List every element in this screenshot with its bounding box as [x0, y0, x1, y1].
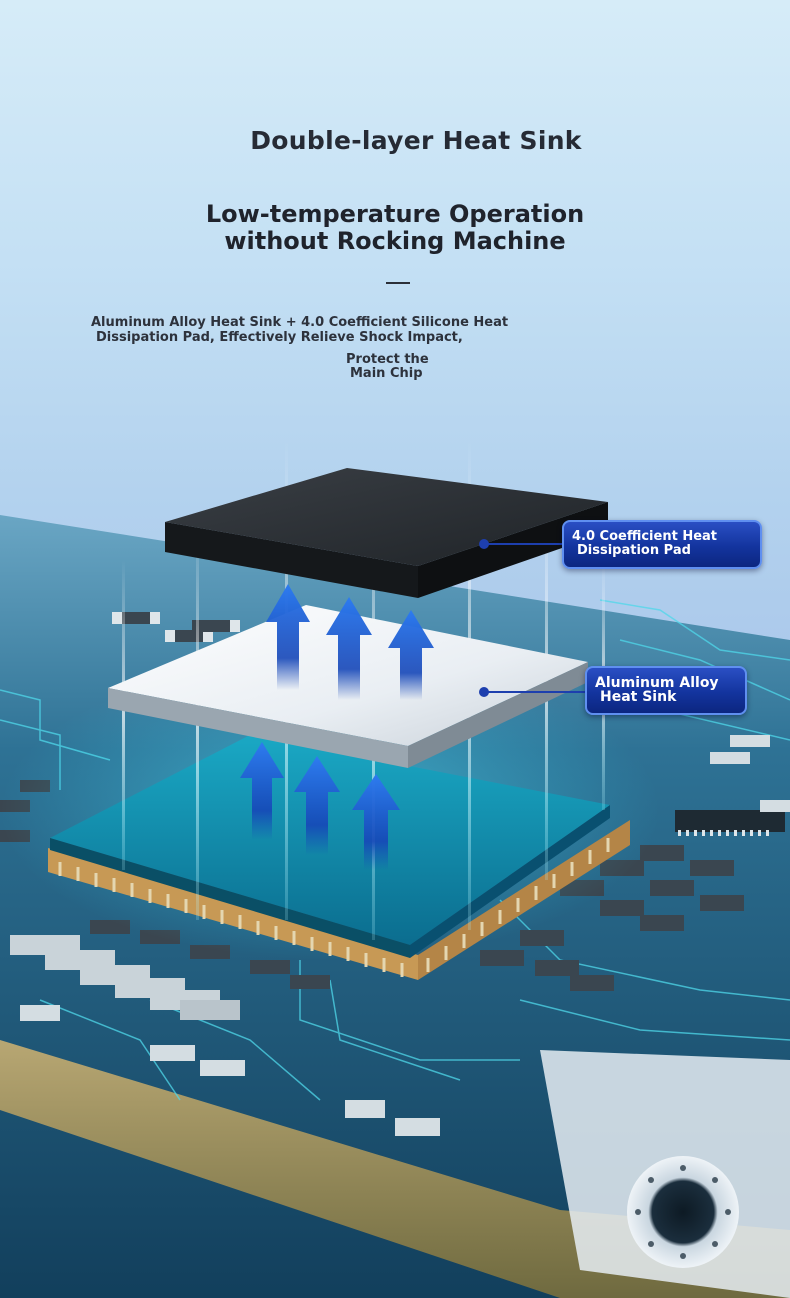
divider — [386, 282, 410, 284]
callout-heat-sink-line-1: Aluminum Alloy — [595, 675, 719, 691]
subtitle-line-2: without Rocking Machine — [224, 227, 566, 255]
pointer-dot-icon — [479, 687, 489, 697]
callout-heat-pad: 4.0 Coefficient Heat Dissipation Pad — [562, 520, 762, 569]
callout-heat-sink-line-2: Heat Sink — [600, 689, 677, 705]
description-line-1: Aluminum Alloy Heat Sink + 4.0 Coefficie… — [91, 315, 509, 330]
page-title: Double-layer Heat Sink — [250, 126, 582, 155]
up-arrow-icon — [240, 742, 400, 870]
description-line-3: Protect the — [346, 352, 429, 367]
description: Aluminum Alloy Heat Sink + 4.0 Coefficie… — [91, 315, 551, 345]
description-tail: Protect the Main Chip — [346, 353, 466, 381]
subtitle-line-1: Low-temperature Operation — [205, 200, 585, 228]
callout-heat-pad-line-2: Dissipation Pad — [577, 543, 691, 558]
pointer-dot-icon — [479, 539, 489, 549]
callout-heat-pad-line-1: 4.0 Coefficient Heat — [572, 529, 717, 544]
mounting-hole — [627, 1156, 739, 1268]
description-line-2: Dissipation Pad, Effectively Relieve Sho… — [96, 330, 463, 345]
up-arrow-icon — [266, 584, 434, 700]
subtitle: Low-temperature Operation without Rockin… — [0, 201, 790, 255]
callout-heat-sink: Aluminum Alloy Heat Sink — [585, 666, 747, 715]
callout-pointers — [479, 539, 588, 697]
description-line-4: Main Chip — [350, 366, 423, 381]
silicone-heat-pad — [165, 468, 608, 598]
